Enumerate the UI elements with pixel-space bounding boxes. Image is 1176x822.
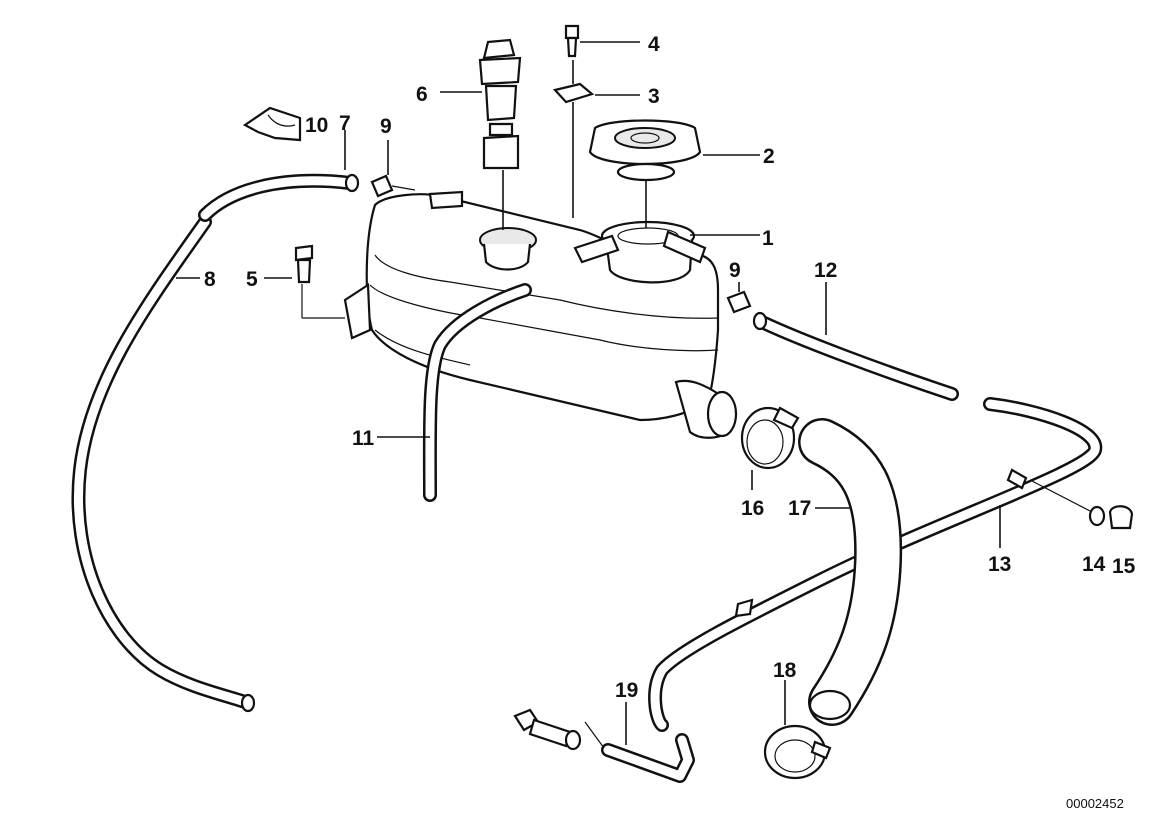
nut-15 — [1108, 505, 1134, 530]
clip-10 — [242, 106, 302, 142]
clip-3 — [552, 82, 595, 104]
callout-7: 7 — [339, 112, 351, 135]
clamp-16 — [740, 406, 800, 470]
hose-12 — [752, 311, 959, 401]
hose-7 — [198, 173, 360, 222]
hose-11 — [422, 283, 532, 502]
callout-2: 2 — [763, 145, 775, 168]
hose-19 — [601, 733, 695, 783]
callout-labels: 1 2 3 4 5 6 7 8 9 9 10 11 12 13 14 15 16… — [204, 33, 1136, 811]
cap-2 — [588, 119, 702, 182]
callout-14: 14 — [1082, 553, 1106, 576]
clamp-18 — [763, 724, 832, 780]
callout-1: 1 — [762, 227, 774, 250]
connector-19 — [513, 708, 582, 751]
callout-3: 3 — [648, 85, 660, 108]
callout-19: 19 — [615, 679, 638, 702]
hose-17 — [798, 418, 903, 726]
callout-4: 4 — [648, 33, 660, 56]
screw-5 — [294, 244, 314, 284]
hose-8 — [71, 215, 256, 713]
callout-16: 16 — [741, 497, 764, 520]
clip-9-right — [726, 290, 752, 314]
callout-17: 17 — [788, 497, 811, 520]
bolt-4 — [564, 24, 580, 58]
callout-12: 12 — [814, 259, 837, 282]
callout-10: 10 — [305, 114, 328, 137]
leader-lines — [176, 41, 1093, 749]
reference-number: 00002452 — [1066, 796, 1124, 811]
callout-5: 5 — [246, 268, 258, 291]
callout-6: 6 — [416, 83, 428, 106]
callout-11: 11 — [352, 427, 375, 450]
sensor-6 — [478, 38, 522, 170]
washer-14 — [1088, 505, 1106, 527]
callout-9-right: 9 — [729, 259, 741, 282]
expansion-tank — [343, 190, 738, 439]
callout-15: 15 — [1112, 555, 1136, 578]
callout-13: 13 — [988, 553, 1011, 576]
callout-18: 18 — [773, 659, 797, 682]
callout-8: 8 — [204, 268, 216, 291]
clip-9-left — [370, 174, 416, 198]
callout-9-left: 9 — [380, 115, 392, 138]
